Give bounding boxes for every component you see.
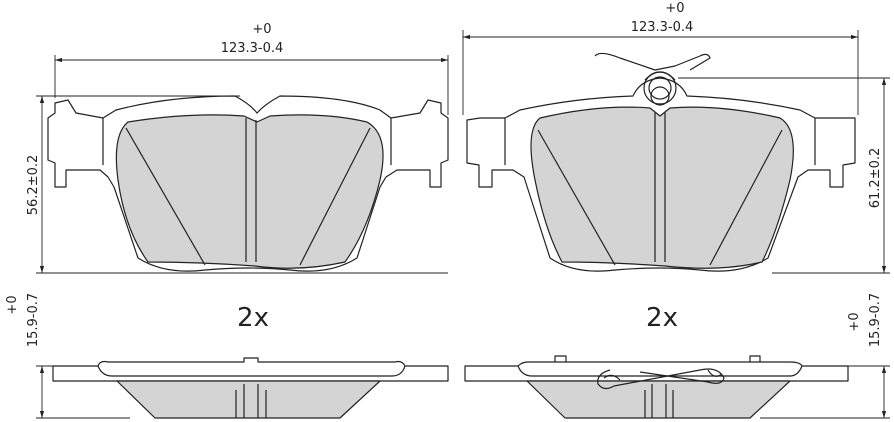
right-friction-material (530, 106, 794, 269)
left-side-friction-material (116, 380, 381, 419)
right-thickness-dimension: +0 15.9-0.7 (760, 293, 890, 419)
right-width-tolerance-upper: +0 (665, 1, 684, 16)
right-pad-side-view (464, 355, 849, 419)
right-thickness-tolerance-upper: +0 (847, 312, 862, 331)
right-side-backing-plate (464, 361, 849, 382)
right-backing-plate (466, 77, 856, 272)
left-width-tolerance-upper: +0 (252, 22, 271, 37)
left-width-label: 123.3-0.4 (221, 41, 284, 56)
right-quantity-label: 2x (646, 303, 678, 333)
left-pad-side-view (52, 357, 449, 419)
right-thickness-label: 15.9-0.7 (868, 293, 883, 347)
left-thickness-dimension: +0 15.9-0.7 (5, 293, 130, 419)
left-thickness-tolerance-upper: +0 (5, 295, 20, 314)
left-friction-material (115, 114, 384, 269)
left-height-dimension: 56.2±0.2 (26, 95, 448, 274)
left-width-dimension: +0 123.3-0.4 (54, 22, 449, 115)
right-height-dimension: 61.2±0.2 (678, 77, 890, 274)
left-side-backing-plate (52, 357, 449, 382)
right-width-label: 123.3-0.4 (631, 20, 694, 35)
left-height-label: 56.2±0.2 (26, 155, 41, 216)
left-thickness-label: 15.9-0.7 (26, 293, 41, 347)
left-quantity-label: 2x (237, 303, 269, 333)
right-width-dimension: +0 123.3-0.4 (462, 1, 859, 115)
right-pad-front-view (466, 52, 856, 272)
right-height-label: 61.2±0.2 (868, 148, 883, 209)
right-wear-indicator-clip (594, 52, 711, 106)
right-side-clip (597, 368, 725, 390)
right-side-friction-material (526, 380, 791, 419)
left-pad-front-view (47, 95, 449, 272)
